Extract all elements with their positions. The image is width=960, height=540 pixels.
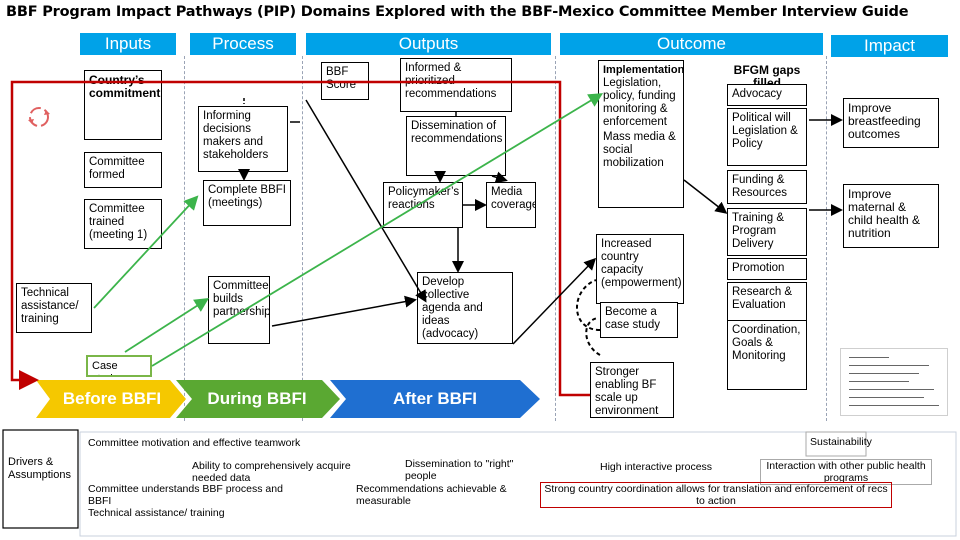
impact-breastfeeding-box: Improve breastfeeding outcomes [843, 98, 939, 148]
driver-sustainability: Sustainability [810, 436, 872, 448]
divider-outcome-impact [826, 56, 827, 421]
legislation-text: Legislation, policy, funding monitoring … [603, 77, 676, 128]
dissemination-box: Dissemination of recommendations [406, 116, 506, 176]
driver-interaction: Interaction with other public health pro… [760, 459, 932, 485]
page-title: BBF Program Impact Pathways (PIP) Domain… [6, 4, 909, 20]
phase-arrow-before [36, 380, 186, 418]
driver-technical-assistance: Technical assistance/ training [88, 507, 225, 519]
header-impact: Impact [831, 35, 948, 57]
gap-political-legislation: Political will Legislation & Policy [727, 108, 807, 166]
gap-legislation: Legislation & Policy [732, 125, 798, 150]
divider-inputs-process [184, 56, 185, 421]
committee-trained-box: Committee trained (meeting 1) [84, 199, 162, 249]
policymaker-reactions-box: Policymaker’s reactions [383, 182, 463, 228]
builds-partnerships-box: Committee builds partnerships [208, 276, 270, 344]
impact-maternal-box: Improve maternal & child health & nutrit… [843, 184, 939, 248]
gap-funding: Funding & Resources [727, 170, 807, 204]
implementation-title: Implementation [603, 64, 684, 76]
gap-political-will: Political will [732, 112, 791, 124]
gap-training: Training & Program Delivery [727, 208, 807, 256]
phase-arrow-during [176, 380, 340, 418]
driver-motivation: Committee motivation and effective teamw… [88, 437, 301, 449]
informing-decisions-box: Informing decisions makers and stakehold… [198, 106, 288, 172]
driver-ability: Ability to comprehensively acquire neede… [192, 460, 351, 484]
become-case-study-box: Become a case study [600, 302, 678, 338]
header-inputs: Inputs [80, 33, 176, 55]
refresh-cycle-icon [28, 107, 50, 127]
driver-dissemination: Dissemination to "right" people [405, 458, 514, 482]
phase-arrow-after [330, 380, 540, 418]
stronger-environment-box: Stronger enabling BF scale up environmen… [590, 362, 674, 418]
legend-thumbnail [840, 348, 948, 416]
informed-prioritized-box: Informed & prioritized recommendations [400, 58, 512, 112]
header-outputs: Outputs [306, 33, 551, 55]
gap-advocacy: Advocacy [727, 84, 807, 106]
driver-interactive: High interactive process [600, 461, 713, 473]
complete-bbfi-box: Complete BBFI (meetings) [203, 180, 291, 226]
divider-outputs-outcome [555, 56, 556, 421]
implementation-box: Implementation Legislation, policy, fund… [598, 60, 684, 208]
phase-during-label: During BBFI [207, 389, 307, 408]
header-process: Process [190, 33, 296, 55]
phase-before-label: Before BBFI [62, 389, 162, 408]
gap-promotion: Promotion [727, 258, 807, 280]
mass-media-text: Mass media & social mobilization [603, 131, 676, 169]
increased-capacity-box: Increased country capacity (empowerment) [596, 234, 684, 304]
header-outcome: Outcome [560, 33, 823, 55]
develop-collective-box: Develop collective agenda and ideas (adv… [417, 272, 513, 344]
case-study-input-box: Case study [86, 355, 152, 377]
committee-formed-box: Committee formed [84, 152, 162, 188]
gap-coordination: Coordination, Goals & Monitoring [727, 320, 807, 390]
phase-after-label: After BBFI [392, 389, 478, 408]
divider-process-outputs [302, 56, 303, 421]
feedback-loop-line [10, 80, 590, 397]
drivers-label: Drivers & Assumptions [8, 456, 71, 481]
media-coverage-box: Media coverage [486, 182, 536, 228]
gap-research: Research & Evaluation [727, 282, 807, 324]
driver-achievable: Recommendations achievable & measurable [356, 483, 507, 507]
technical-assistance-box: Technical assistance/ training [16, 283, 92, 333]
driver-understands: Committee understands BBF process and BB… [88, 483, 283, 507]
driver-coordination: Strong country coordination allows for t… [540, 482, 892, 508]
